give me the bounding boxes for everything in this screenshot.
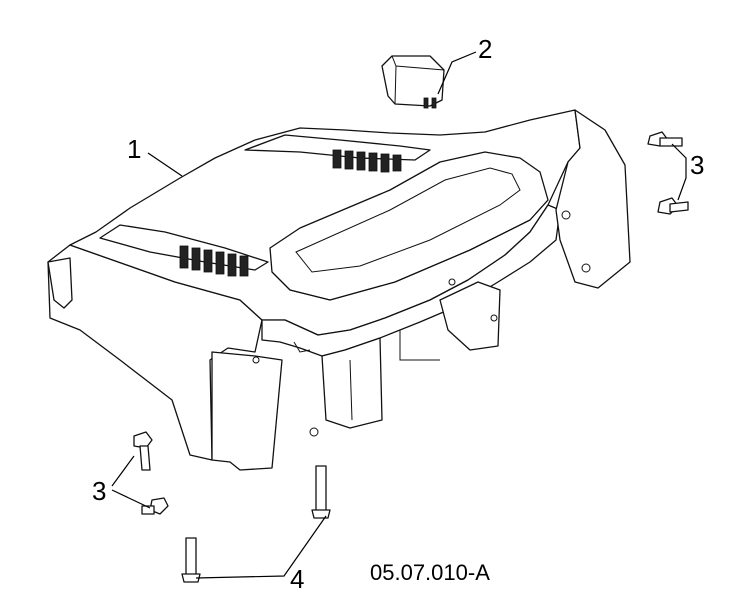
long-bolt-b <box>181 537 201 583</box>
rear-vent-grille <box>332 149 402 173</box>
figure-id: 05.07.010-A <box>370 560 490 585</box>
callout-part-3-right: 3 <box>690 150 705 180</box>
bolt-left-lower <box>141 497 169 515</box>
bolt-right-lower <box>657 197 689 215</box>
bolt-left-upper <box>133 431 153 471</box>
console-housing <box>47 109 631 471</box>
callout-part-2: 2 <box>478 34 493 64</box>
callout-part-3-left: 3 <box>92 476 107 506</box>
long-bolt-a <box>311 465 331 519</box>
callout-part-4: 4 <box>290 564 305 594</box>
left-vent-grille <box>179 245 249 277</box>
rocker-switch <box>381 55 445 109</box>
bolt-right-upper <box>647 131 683 147</box>
callout-part-1: 1 <box>127 134 142 164</box>
leader-lines <box>111 51 687 579</box>
